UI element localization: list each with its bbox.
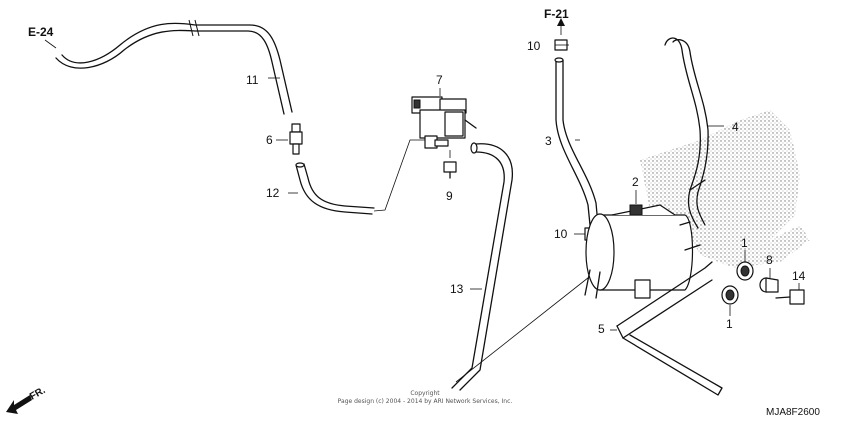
hose-12 [295, 139, 425, 215]
bolt-14 [775, 289, 805, 305]
callout-6[interactable]: 6 [266, 133, 273, 147]
bolt-9 [443, 150, 457, 179]
callout-8[interactable]: 8 [766, 253, 773, 267]
callout-11[interactable]: 11 [246, 73, 259, 87]
callout-1-upper[interactable]: 1 [741, 236, 748, 250]
callout-10-lower[interactable]: 10 [554, 227, 568, 241]
front-arrow-icon [6, 395, 32, 414]
callout-9[interactable]: 9 [446, 189, 453, 203]
callout-5[interactable]: 5 [598, 322, 605, 336]
canister [584, 204, 701, 299]
ref-f21[interactable]: F-21 [544, 7, 569, 21]
hose-13 [451, 142, 599, 391]
callout-13[interactable]: 13 [450, 282, 464, 296]
hose-3 [554, 18, 599, 226]
copyright-line-2: Page design (c) 2004 - 2014 by ARI Netwo… [338, 398, 513, 405]
stay-5 [610, 261, 723, 396]
ref-e24[interactable]: E-24 [28, 25, 54, 39]
front-label: FR. [28, 385, 48, 403]
callout-14[interactable]: 14 [792, 269, 806, 283]
callout-1-lower[interactable]: 1 [726, 317, 733, 331]
solenoid-valve-7 [411, 96, 477, 149]
callout-12[interactable]: 12 [266, 186, 280, 200]
grommet-1-upper [736, 261, 754, 281]
callout-2[interactable]: 2 [632, 175, 639, 189]
callout-10-upper[interactable]: 10 [527, 39, 541, 53]
callout-7[interactable]: 7 [436, 73, 443, 87]
callout-3[interactable]: 3 [545, 134, 552, 148]
leader-lines [268, 44, 800, 316]
collar-8 [759, 277, 779, 293]
hose-11 [44, 19, 293, 115]
diagram-code: MJA8F2600 [766, 407, 820, 418]
joint-6 [289, 123, 303, 155]
grommet-1-lower [721, 285, 739, 305]
hose-4 [664, 37, 724, 229]
callout-4[interactable]: 4 [732, 120, 739, 134]
copyright-line-1: Copyright [410, 390, 440, 397]
